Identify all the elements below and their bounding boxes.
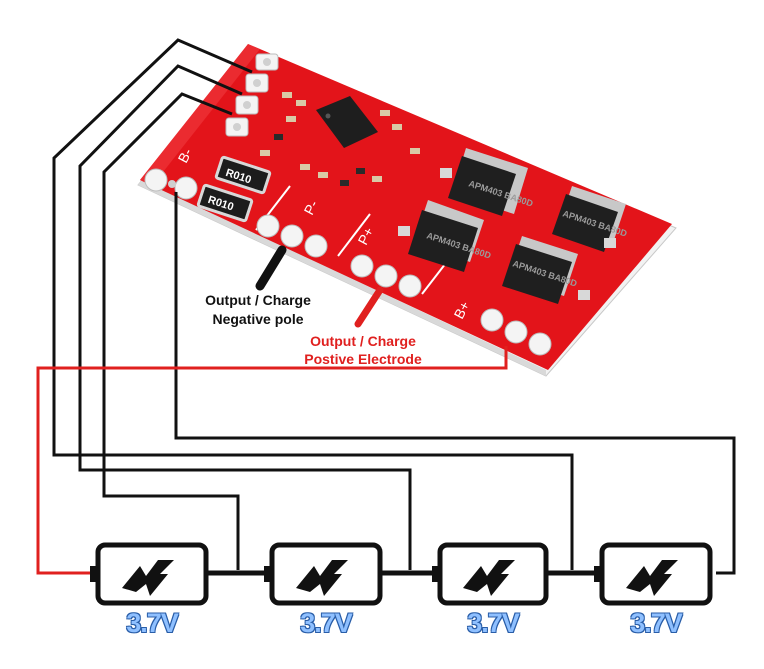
balance-wire-3 [102,92,240,570]
silk-p-plus: P+ [355,224,377,247]
battery-terminal [432,566,440,582]
shunt-resistors: R010 R010 [196,155,272,223]
balance-pads [225,53,279,137]
battery-3 [432,542,549,606]
bms-board: B- R010 R010 [137,44,677,377]
lightning-bolt-icon [463,560,515,596]
balance-wire-1 [52,38,574,570]
battery-1-voltage: 3.7V [126,608,179,638]
balance-wire-2 [78,64,412,570]
battery-2 [264,542,383,606]
wires [36,38,736,576]
negative-pole-label: Output / Charge Negative pole [178,291,338,329]
lightning-bolt-icon [122,560,174,596]
silk-b-plus: B+ [451,298,473,321]
negative-label-line2: Negative pole [212,311,304,327]
p-plus-lead [354,286,384,328]
b-plus-wire [36,346,508,575]
b-plus-pads [480,308,552,356]
control-ic [316,96,378,148]
b-minus-wire [174,192,736,575]
positive-label-line1: Output / Charge [310,333,416,349]
battery-3-voltage: 3.7V [467,608,520,638]
p-minus-pads [256,214,328,258]
battery-4-voltage: 3.7V [630,608,683,638]
battery-2-voltage: 3.7V [300,608,353,638]
battery-terminal [594,566,602,582]
smd-components [260,92,420,182]
battery-1 [90,542,209,606]
battery-4 [594,542,713,606]
negative-label-line1: Output / Charge [205,292,311,308]
lightning-bolt-icon [626,560,678,596]
b-minus-pads [144,168,198,200]
battery-terminal [90,566,98,582]
positive-electrode-label: Output / Charge Postive Electrode [278,332,448,368]
p-plus-pads [350,254,422,298]
lightning-bolt-icon [296,560,348,596]
positive-label-line2: Postive Electrode [304,351,422,367]
battery-terminal [264,566,272,582]
p-minus-lead [255,245,287,291]
